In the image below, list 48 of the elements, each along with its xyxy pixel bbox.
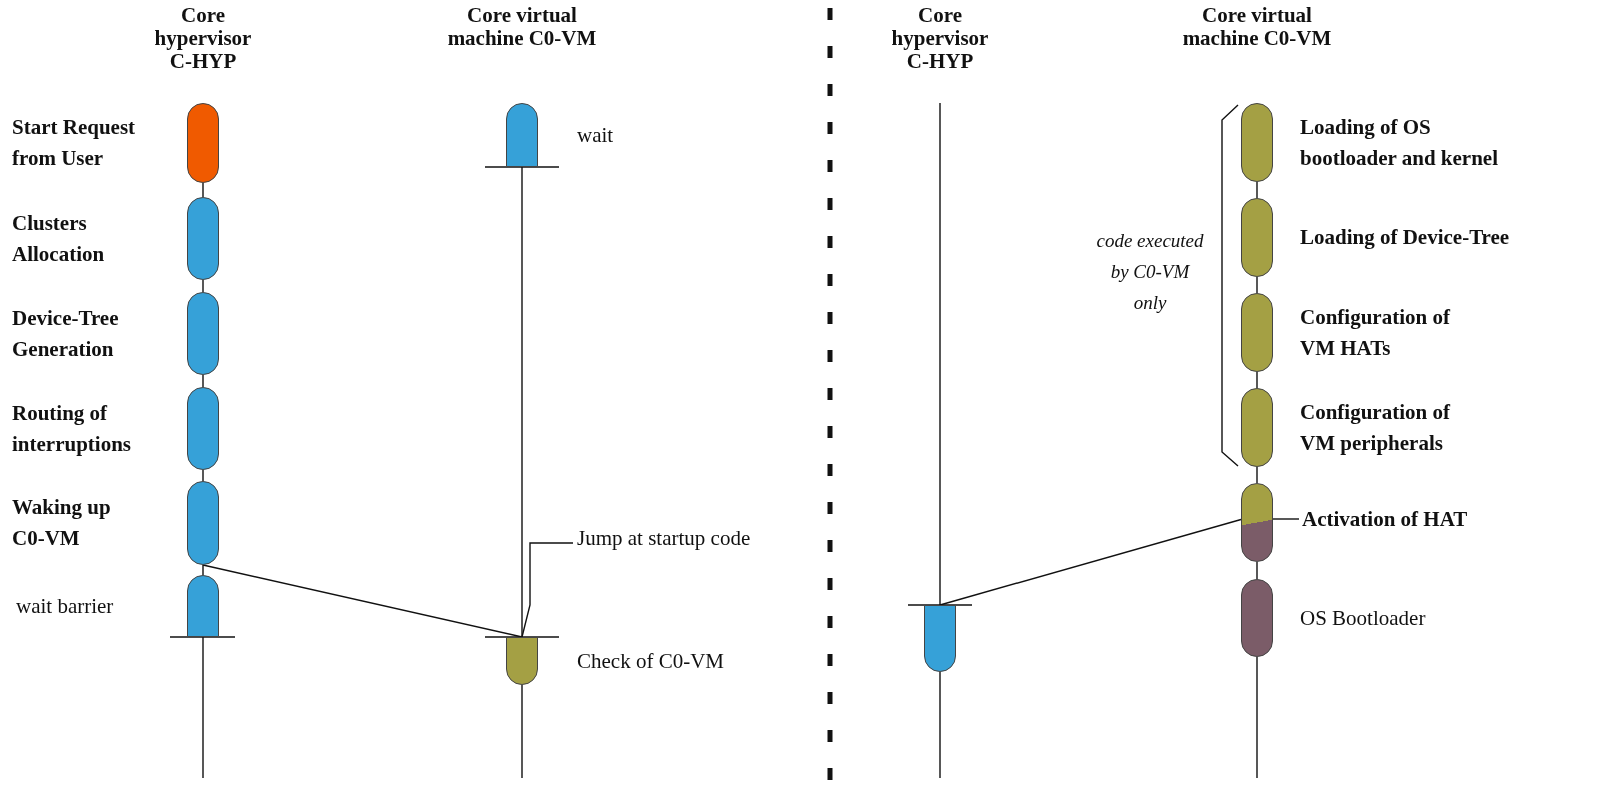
process-bar — [506, 637, 538, 685]
step-label: Waking up C0-VM — [12, 494, 112, 552]
column-header: Core hypervisor C-HYP — [890, 4, 990, 73]
step-label: Start Request from User — [12, 114, 137, 172]
connector-line — [202, 182, 204, 198]
step-label: Configuration of VM peripherals — [1300, 398, 1452, 457]
column-header: Core hypervisor C-HYP — [153, 4, 253, 73]
leader-line — [521, 542, 574, 638]
step-label: wait — [577, 121, 614, 149]
process-bar — [506, 103, 538, 167]
process-bar — [187, 103, 219, 183]
connector-line — [202, 564, 204, 576]
process-bar — [1241, 198, 1273, 277]
process-bar — [1241, 293, 1273, 372]
process-bar — [187, 292, 219, 375]
connector-line — [202, 374, 204, 388]
connector-line — [1256, 371, 1258, 389]
connector-line — [1256, 466, 1258, 484]
process-bar — [187, 575, 219, 637]
column-header: Core virtual machine C0-VM — [446, 4, 598, 50]
leader-line — [1272, 518, 1300, 520]
callout-label: Jump at startup code — [577, 523, 751, 554]
process-bar — [1241, 483, 1273, 562]
process-bar — [924, 605, 956, 672]
connector-line — [1256, 276, 1258, 294]
process-bar — [187, 481, 219, 565]
connector-line — [1256, 561, 1258, 580]
process-bar — [187, 197, 219, 280]
step-label: wait barrier — [16, 592, 114, 620]
step-label: Configuration of VM HATs — [1300, 303, 1452, 362]
callout-label: Activation of HAT — [1302, 504, 1468, 535]
step-label: Loading of Device-Tree — [1300, 224, 1510, 251]
connector-line — [1256, 181, 1258, 199]
connector-line — [202, 279, 204, 293]
process-bar — [1241, 103, 1273, 182]
connector-line — [202, 469, 204, 482]
step-label: Device-Tree Generation — [12, 304, 120, 363]
column-header: Core virtual machine C0-VM — [1181, 4, 1333, 50]
step-label: Loading of OS bootloader and kernel — [1300, 113, 1499, 172]
step-label: OS Bootloader — [1300, 604, 1426, 632]
process-bar — [1241, 388, 1273, 467]
step-label: Check of C0-VM — [577, 647, 724, 675]
process-bar — [187, 387, 219, 470]
step-label: Clusters Allocation — [12, 209, 106, 268]
connector-line — [521, 166, 523, 638]
bracket-note: code executed by C0-VM only — [1095, 229, 1205, 315]
step-label: Routing of interruptions — [12, 399, 132, 458]
process-bar — [1241, 579, 1273, 657]
